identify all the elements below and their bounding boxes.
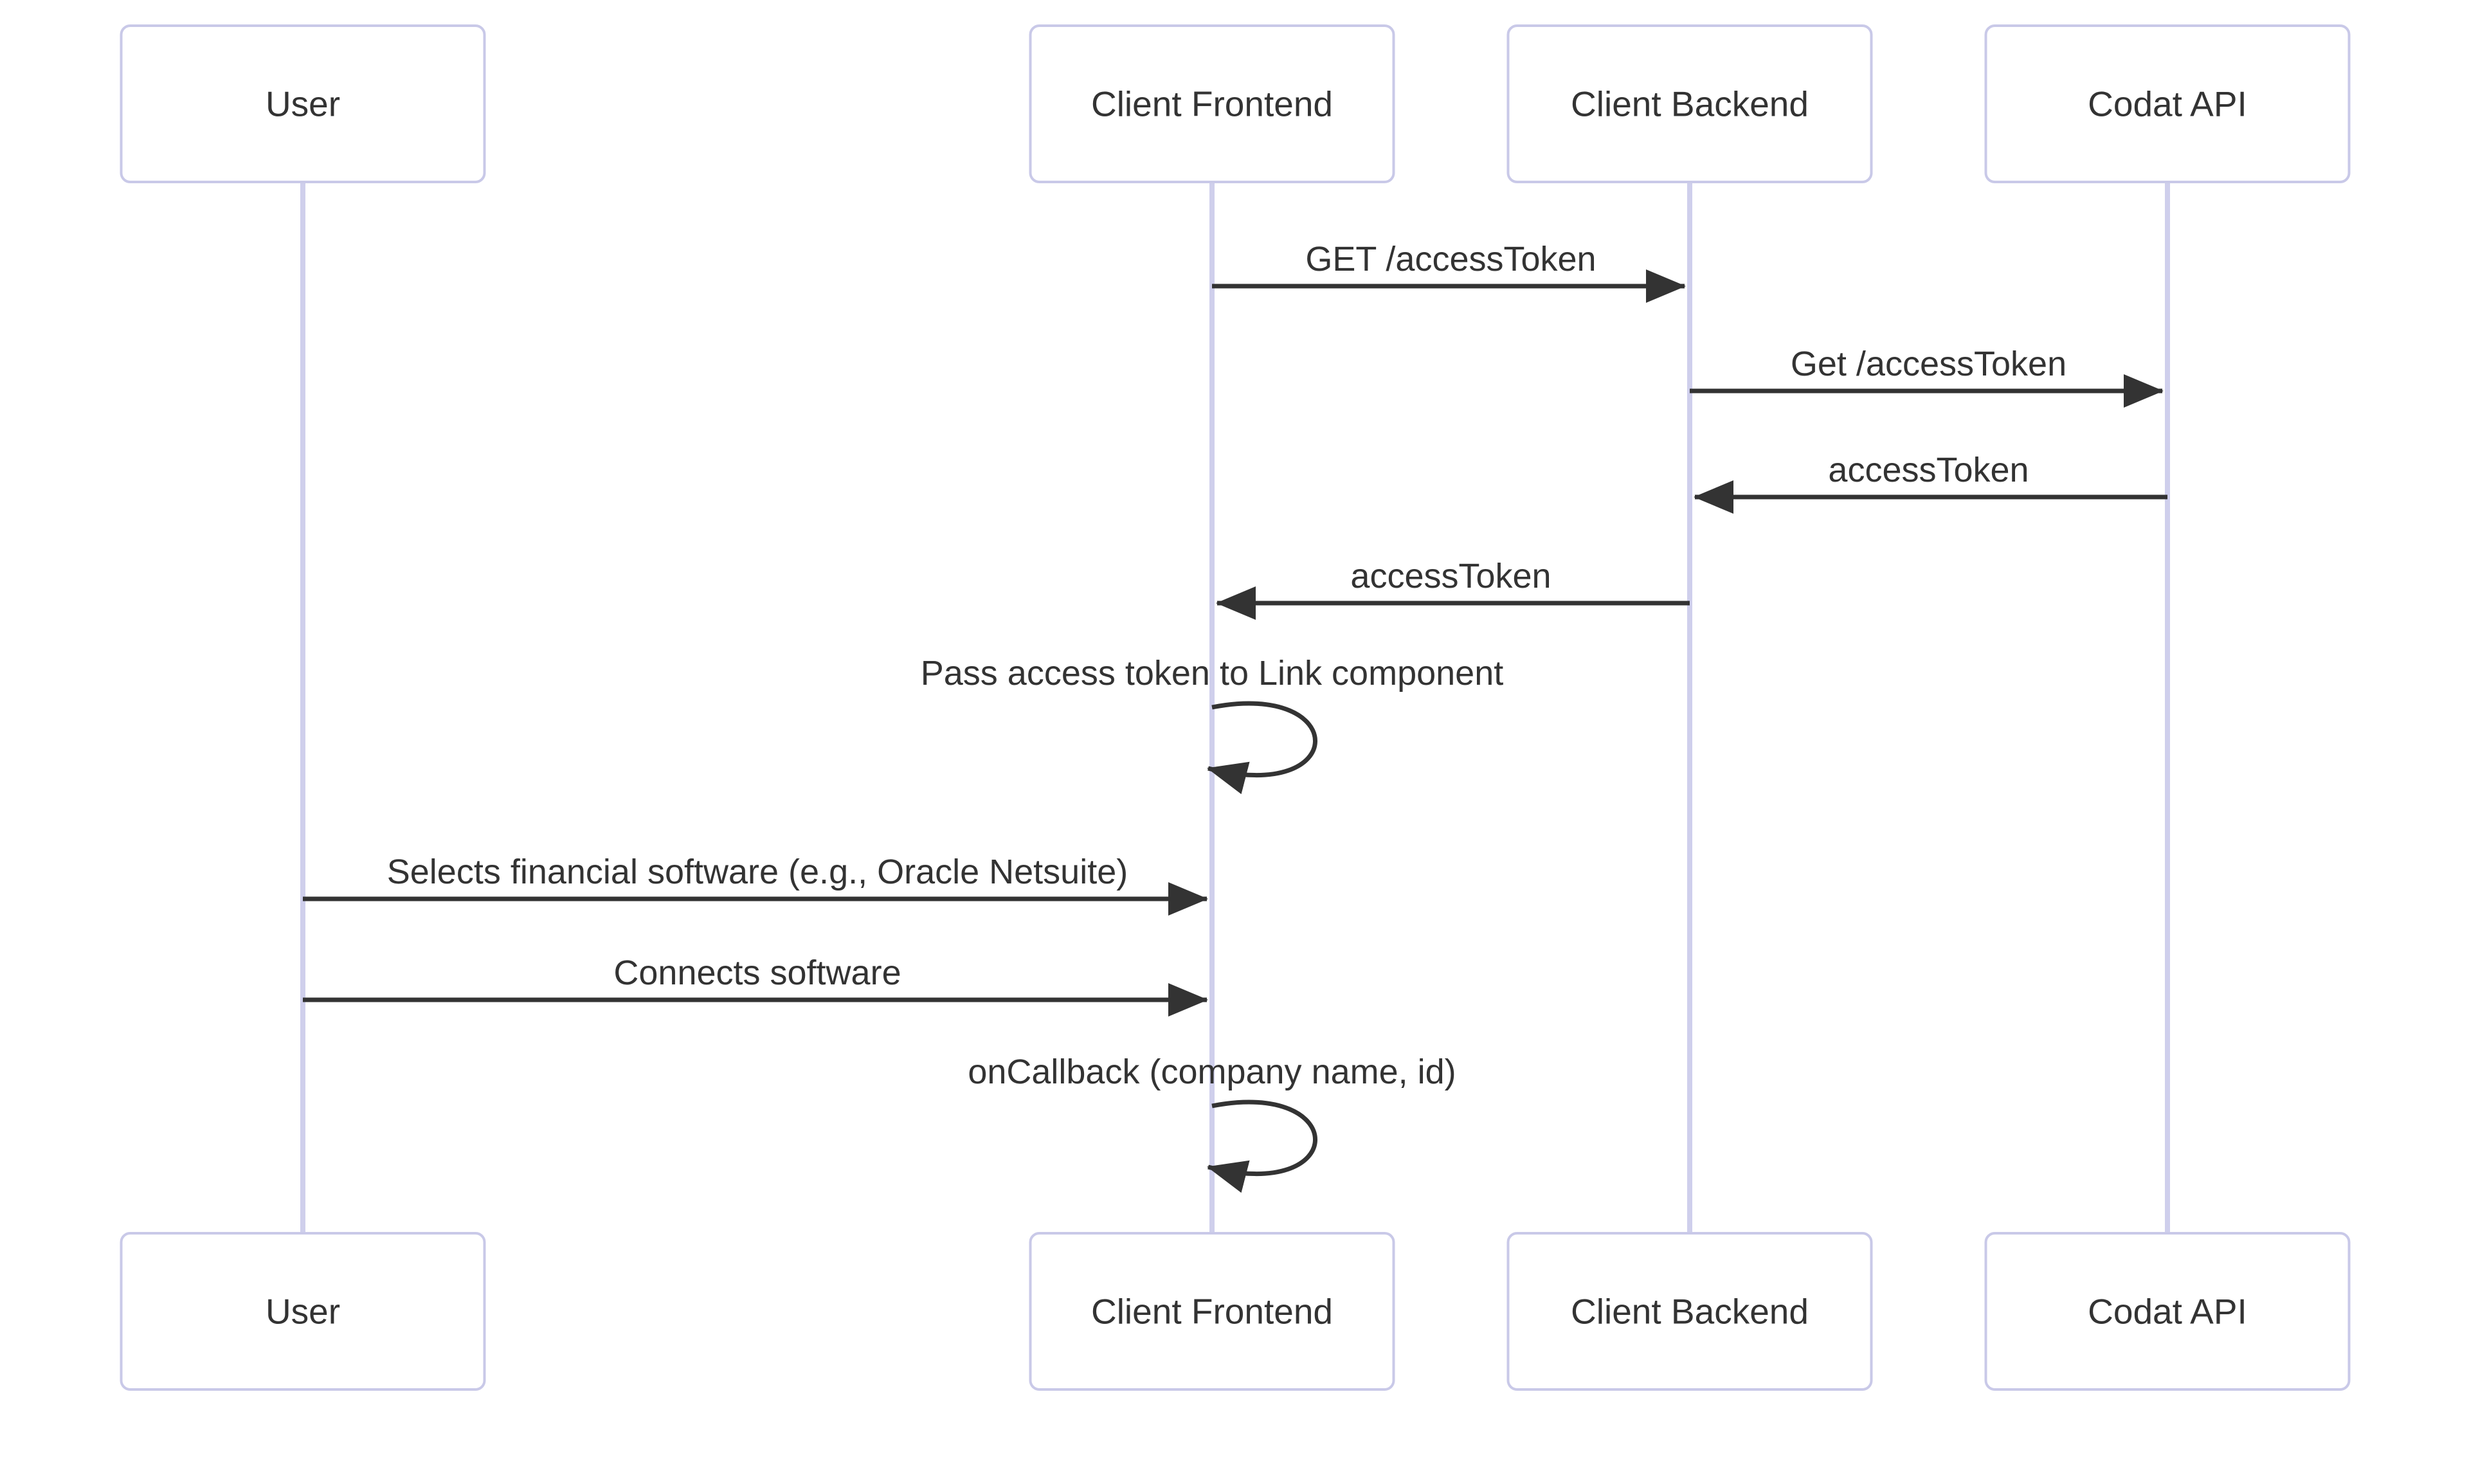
- message-label-7: onCallback (company name, id): [968, 1053, 1456, 1091]
- message-label-1: Get /accessToken: [1791, 345, 2067, 383]
- actor-box-top-user: [120, 24, 486, 183]
- actor-label-bottom-client-backend: Client Backend: [1571, 1292, 1809, 1332]
- self-message-arrow-4: [1207, 701, 1317, 795]
- actor-box-top-client-frontend: [1029, 24, 1395, 183]
- message-label-6: Connects software: [613, 954, 901, 992]
- actor-box-top-codat-api: [1984, 24, 2351, 183]
- actor-label-top-codat-api: Codat API: [2088, 84, 2247, 124]
- message-label-2: accessToken: [1828, 451, 2029, 489]
- actor-label-top-client-frontend: Client Frontend: [1091, 84, 1333, 124]
- actor-label-bottom-user: User: [266, 1292, 340, 1332]
- actor-box-bottom-client-backend: [1506, 1232, 1873, 1391]
- actor-label-bottom-codat-api: Codat API: [2088, 1292, 2247, 1332]
- message-label-4: Pass access token to Link component: [921, 654, 1504, 692]
- actor-box-top-client-backend: [1506, 24, 1873, 183]
- actor-label-top-client-backend: Client Backend: [1571, 84, 1809, 124]
- message-label-0: GET /accessToken: [1305, 240, 1596, 278]
- actor-box-bottom-user: [120, 1232, 486, 1391]
- actor-label-top-user: User: [266, 84, 340, 124]
- self-message-arrow-7: [1207, 1099, 1317, 1193]
- actor-box-bottom-codat-api: [1984, 1232, 2351, 1391]
- actor-label-bottom-client-frontend: Client Frontend: [1091, 1292, 1333, 1332]
- message-label-3: accessToken: [1350, 557, 1551, 595]
- message-label-5: Selects financial software (e.g., Oracle…: [387, 853, 1128, 891]
- actor-box-bottom-client-frontend: [1029, 1232, 1395, 1391]
